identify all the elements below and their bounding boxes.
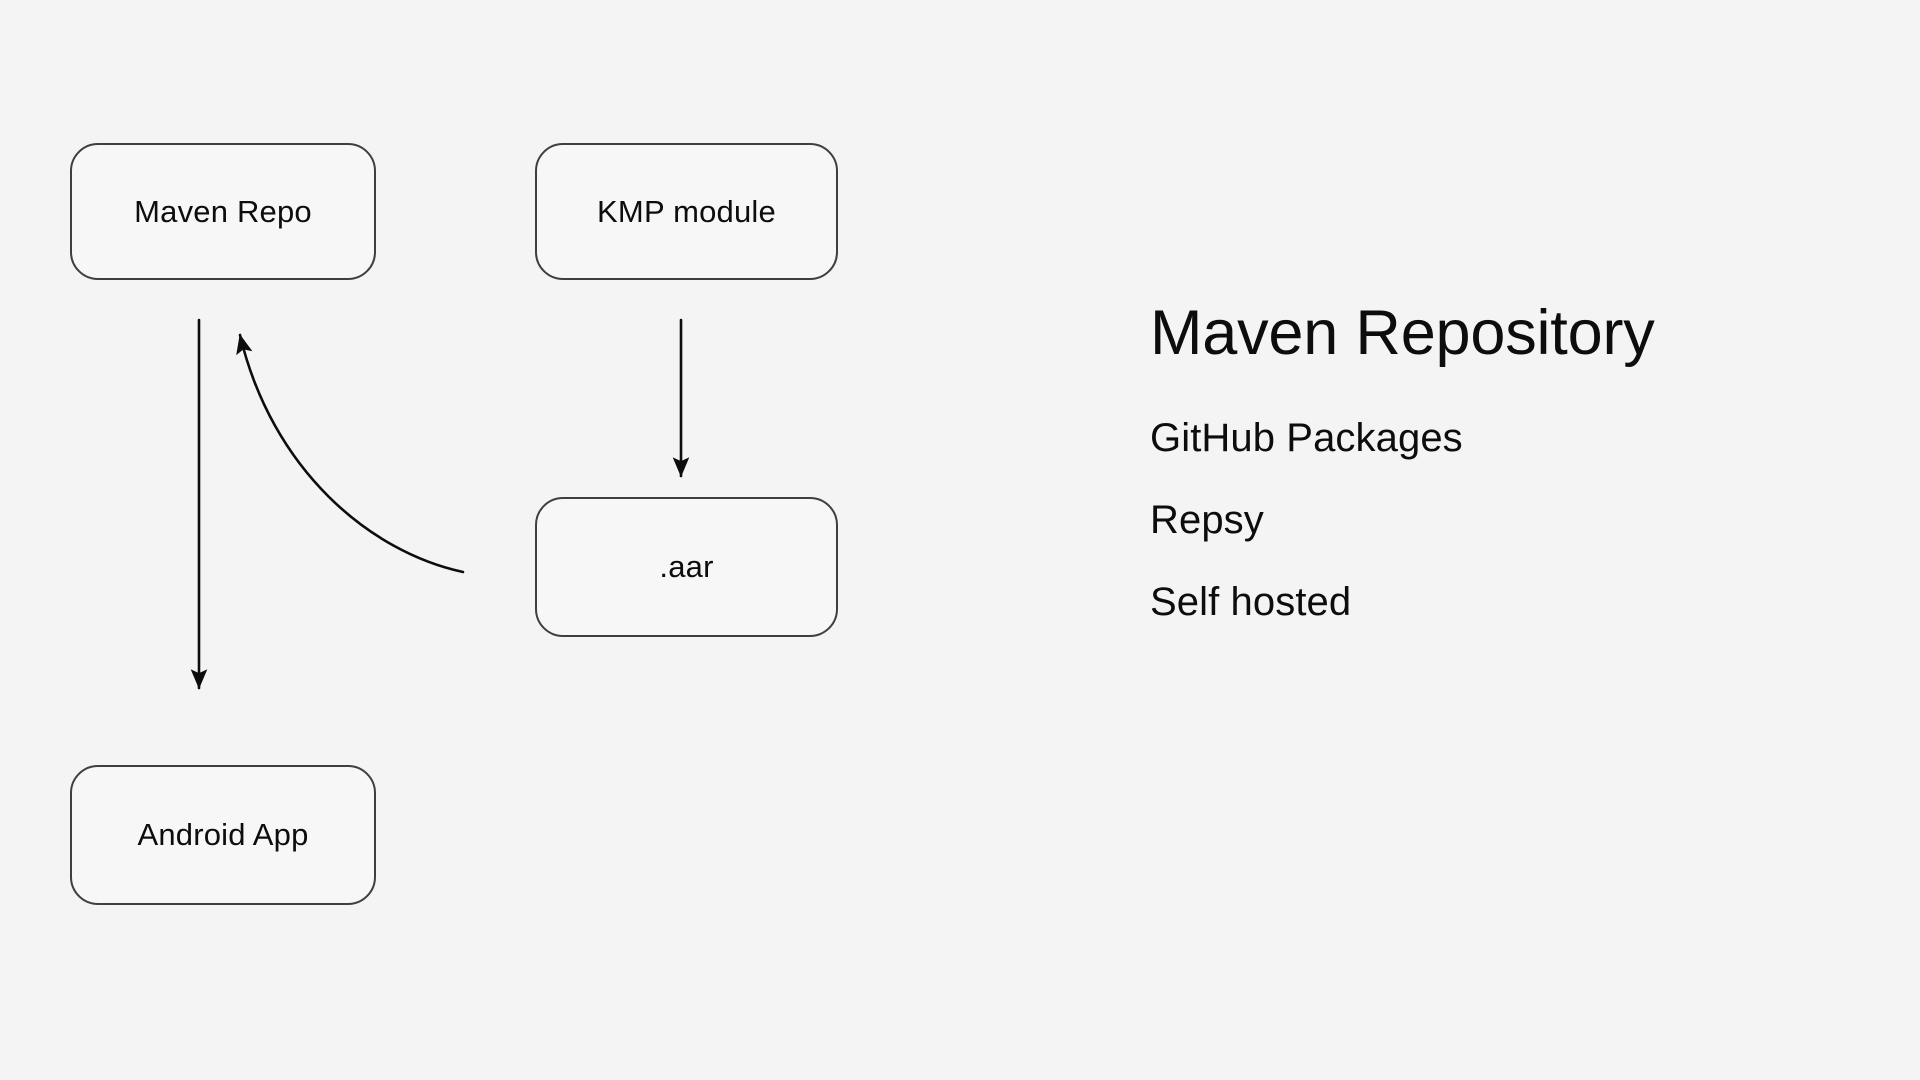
node-maven-repo[interactable]: Maven Repo <box>70 143 376 280</box>
node-kmp-module-label: KMP module <box>597 193 776 229</box>
maven-repository-panel: Maven Repository GitHub Packages Repsy S… <box>1150 300 1850 622</box>
node-android-app[interactable]: Android App <box>70 765 376 905</box>
panel-title: Maven Repository <box>1150 298 1655 368</box>
panel-item-github-packages: GitHub Packages <box>1150 416 1463 461</box>
node-kmp-module[interactable]: KMP module <box>535 143 838 280</box>
node-android-app-label: Android App <box>137 817 309 853</box>
node-maven-repo-label: Maven Repo <box>134 193 312 229</box>
edge-aar-to-maven-repo <box>236 333 465 574</box>
node-aar[interactable]: .aar <box>535 497 838 637</box>
panel-item-self-hosted: Self hosted <box>1150 580 1352 625</box>
panel-item-repsy: Repsy <box>1150 498 1264 543</box>
node-aar-label: .aar <box>659 549 714 585</box>
